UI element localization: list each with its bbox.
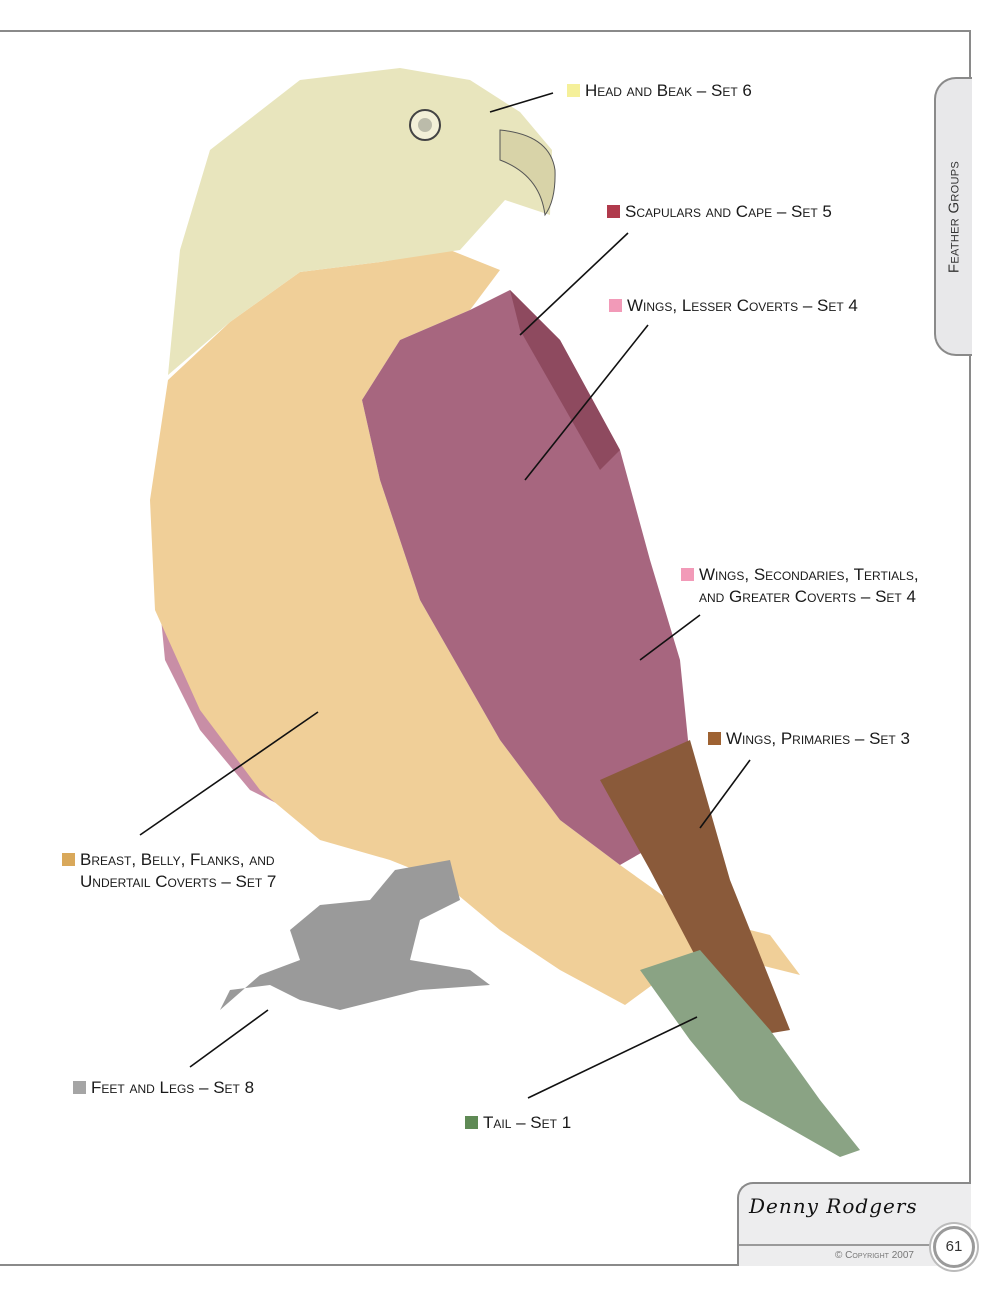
leader-lines (139, 92, 751, 1099)
label-text: Undertail Coverts – Set 7 (80, 872, 277, 891)
label-text: Tail – Set 1 (483, 1113, 572, 1132)
page-number: 61 (933, 1226, 975, 1268)
label-feet: Feet and Legs – Set 8 (73, 1077, 254, 1099)
page-frame-bottom (0, 1264, 945, 1266)
label-head-and-beak: Head and Beak – Set 6 (567, 80, 752, 102)
feet-region (220, 860, 490, 1010)
scapular-region (510, 290, 620, 470)
label-text: Head and Beak – Set 6 (585, 81, 752, 100)
label-lesser-coverts: Wings, Lesser Coverts – Set 4 (609, 295, 858, 317)
label-text: Wings, Lesser Coverts – Set 4 (627, 296, 858, 315)
swatch-set-5 (607, 205, 620, 218)
label-scapulars: Scapulars and Cape – Set 5 (607, 201, 832, 223)
signature-box: Denny Rodgers © Copyright 2007 (737, 1182, 971, 1266)
label-text: and Greater Coverts – Set 4 (699, 587, 916, 606)
tail-region (640, 950, 860, 1157)
label-text: Wings, Primaries – Set 3 (726, 729, 910, 748)
label-primaries: Wings, Primaries – Set 3 (708, 728, 910, 750)
swatch-set-3 (708, 732, 721, 745)
head-region (168, 68, 556, 375)
swatch-set-1 (465, 1116, 478, 1129)
label-tail: Tail – Set 1 (465, 1112, 571, 1134)
label-text: Breast, Belly, Flanks, and (80, 850, 275, 869)
section-tab[interactable]: Feather Groups (934, 77, 972, 356)
label-text: Wings, Secondaries, Tertials, (699, 565, 919, 584)
swatch-set-4b (681, 568, 694, 581)
label-text: Feet and Legs – Set 8 (91, 1078, 255, 1097)
page-frame-top (0, 30, 970, 32)
swatch-set-8 (73, 1081, 86, 1094)
swatch-set-7 (62, 853, 75, 866)
page-frame-right (969, 30, 971, 1182)
swatch-set-6 (567, 84, 580, 97)
primaries-region (600, 740, 790, 1035)
breast-region (150, 250, 800, 1005)
signature: Denny Rodgers (749, 1194, 918, 1218)
copyright: © Copyright 2007 (835, 1250, 914, 1261)
label-text: Scapulars and Cape – Set 5 (625, 202, 832, 221)
label-secondaries: Wings, Secondaries, Tertials, and Greater… (681, 564, 919, 608)
swatch-set-4 (609, 299, 622, 312)
divider (739, 1244, 944, 1246)
